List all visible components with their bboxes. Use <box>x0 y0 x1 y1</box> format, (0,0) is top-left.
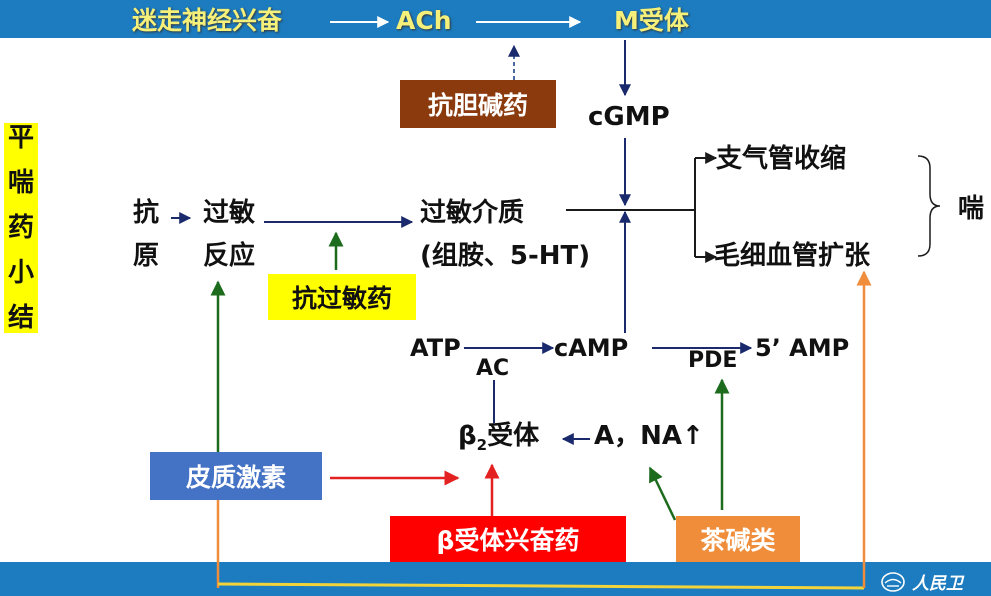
node-atp: ATP <box>410 334 461 362</box>
node-antigen-1: 抗 <box>133 198 160 228</box>
publisher-logo-icon <box>881 571 905 592</box>
beta-subscript: 2 <box>476 436 488 455</box>
publisher-logo: 人民卫 <box>880 569 963 594</box>
node-cgmp: cGMP <box>588 102 670 132</box>
footer-band <box>0 562 991 596</box>
node-camp: cAMP <box>554 334 629 362</box>
publisher-logo-text: 人民卫 <box>912 574 963 594</box>
node-antigen-2: 原 <box>133 241 160 271</box>
node-allergy-2: 反应 <box>203 241 256 271</box>
header-m-receptor: M受体 <box>614 6 689 35</box>
side-title-char: 喘 <box>7 168 34 198</box>
brace-to-asthma <box>917 155 941 257</box>
node-allergy-1: 过敏 <box>203 198 256 228</box>
node-asthma: 喘 <box>958 194 985 224</box>
side-title-char: 结 <box>7 303 34 333</box>
node-mediator: 过敏介质 <box>420 198 525 228</box>
drug-label-anticholinergic: 抗胆碱药 <box>427 91 528 120</box>
side-title: 平 喘 药 小 结 <box>4 123 38 333</box>
header-ach: ACh <box>396 6 452 35</box>
header-vagus-excitation: 迷走神经兴奋 <box>132 6 283 35</box>
node-5-amp: 5’ AMP <box>755 334 850 362</box>
drug-box-anticholinergic: 抗胆碱药 <box>400 80 556 128</box>
node-pde: PDE <box>688 348 738 373</box>
yellow-line-bottom <box>217 582 865 590</box>
side-title-char: 小 <box>7 258 34 288</box>
header-band <box>0 0 991 38</box>
node-effect-capillary: 毛细血管扩张 <box>714 241 871 271</box>
arrow-theophylline-to-ana <box>648 466 677 521</box>
drug-box-theophylline: 茶碱类 <box>676 516 800 562</box>
side-title-char: 平 <box>7 123 34 153</box>
node-mediator-detail: (组胺、5-HT) <box>420 241 591 271</box>
drug-box-beta-agonist: β受体兴奋药 <box>390 516 626 562</box>
drug-box-corticosteroid: 皮质激素 <box>150 452 322 500</box>
drug-label-corticosteroid: 皮质激素 <box>185 463 286 492</box>
node-a-na: A，NA↑ <box>594 421 704 451</box>
receptor-label: 受体 <box>487 421 540 451</box>
beta-symbol: β <box>458 421 477 451</box>
node-ac: AC <box>476 356 510 381</box>
drug-label-theophylline: 茶碱类 <box>700 526 776 555</box>
node-effect-bronchus: 支气管收缩 <box>716 144 847 174</box>
drug-label-beta-agonist: β受体兴奋药 <box>436 526 580 555</box>
node-beta2-receptor: β2受体 <box>458 423 539 453</box>
side-title-char: 药 <box>7 213 34 243</box>
drug-label-antiallergic: 抗过敏药 <box>291 284 392 313</box>
drug-box-antiallergic: 抗过敏药 <box>268 274 416 320</box>
